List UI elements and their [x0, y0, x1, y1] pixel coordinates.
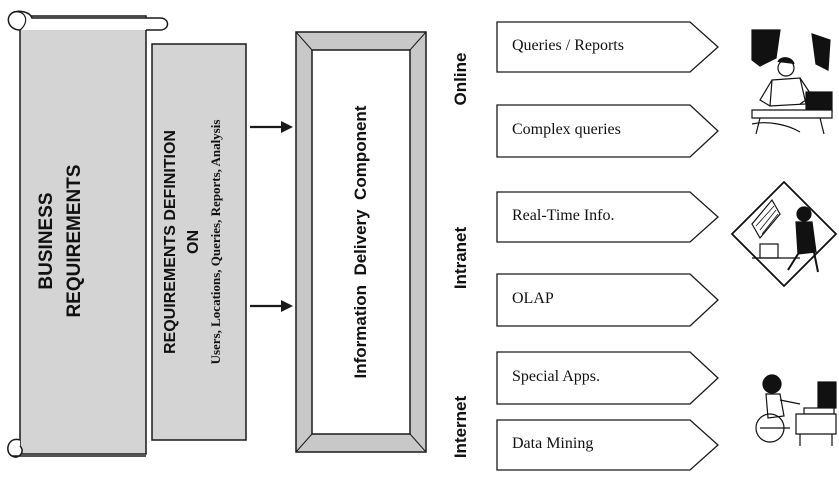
- scroll-line-2: REQUIREMENTS: [64, 164, 85, 318]
- definition-subtitle: Users, Locations, Queries, Reports, Anal…: [208, 119, 223, 365]
- output-label-5: Special Apps.: [512, 368, 600, 385]
- group-label-internet: Internet: [451, 395, 470, 459]
- output-box-2: [496, 104, 719, 158]
- output-box-1: [496, 21, 719, 73]
- definition-title: REQUIREMENTS DEFINITION: [162, 130, 179, 355]
- arrow-lower: [250, 300, 293, 312]
- output-label-2: Complex queries: [512, 121, 621, 138]
- output-label-6: Data Mining: [512, 435, 594, 452]
- definition-on: ON: [185, 230, 202, 254]
- delivery-component-frame: [295, 31, 427, 453]
- output-box-5: [496, 351, 719, 405]
- scroll-line-1: BUSINESS: [36, 192, 57, 290]
- office-worker-diamond-illustration: [730, 180, 838, 288]
- person-at-desk-illustration: [748, 28, 833, 136]
- business-requirements-text: BUSINESS REQUIREMENTS: [33, 61, 93, 421]
- output-label-4: OLAP: [512, 290, 554, 307]
- output-box-6: [496, 419, 719, 471]
- output-box-3: [496, 191, 719, 243]
- requirements-definition-text: REQUIREMENTS DEFINITION ON Users, Locati…: [159, 53, 239, 431]
- requirements-definition-panel: [151, 43, 247, 441]
- delivery-component-label: Information Delivery Component: [351, 105, 370, 379]
- group-label-online: Online: [451, 52, 470, 106]
- output-label-1: Queries / Reports: [512, 37, 624, 54]
- wheelchair-user-computer-illustration: [755, 374, 837, 446]
- scroll-shape: [7, 10, 169, 458]
- arrow-upper: [250, 121, 293, 133]
- output-box-4: [496, 273, 719, 327]
- output-label-3: Real-Time Info.: [512, 207, 615, 224]
- group-label-intranet: Intranet: [451, 226, 470, 290]
